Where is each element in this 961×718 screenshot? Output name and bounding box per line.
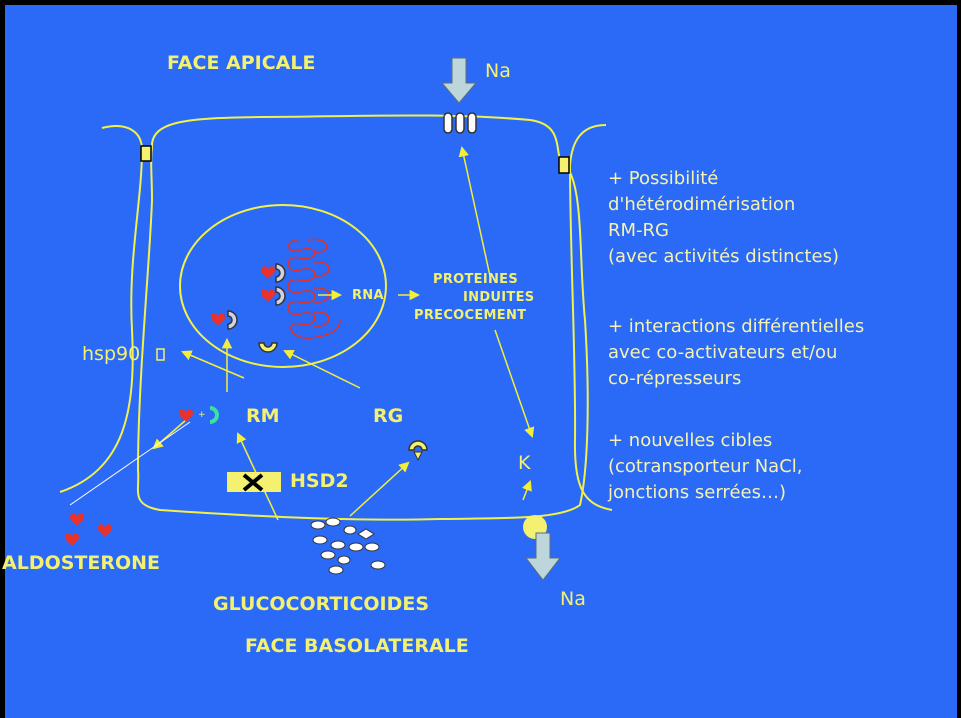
label-plus-small: +	[198, 410, 206, 420]
label-k: K	[518, 452, 530, 474]
note-line: d'hétérodimérisation	[608, 192, 958, 218]
rg-receptor-icon	[409, 441, 427, 460]
label-rm: RM	[246, 405, 280, 427]
note-nouvelles-cibles: + nouvelles cibles (cotransporteur NaCl,…	[608, 428, 958, 506]
glucocorticoid-molecules	[311, 518, 385, 574]
rm-receptor-icon	[210, 408, 217, 422]
hsp90-icon	[157, 349, 164, 360]
tight-junction-right	[559, 157, 569, 173]
right-neighbor-cell-membrane	[570, 125, 612, 510]
label-glucocorticoides: GLUCOCORTICOIDES	[213, 593, 429, 615]
label-induites: INDUITES	[463, 290, 534, 305]
dna-strand	[288, 241, 340, 338]
label-face-apicale: FACE APICALE	[167, 52, 315, 74]
na-bottom-arrow-icon	[526, 533, 560, 580]
aldosterone-heart-icon	[179, 409, 193, 422]
note-line: + interactions différentielles	[608, 314, 958, 340]
note-line: RM-RG	[608, 218, 958, 244]
label-na-bottom: Na	[560, 588, 586, 610]
nucleus	[180, 205, 386, 367]
nuclear-complex-3	[211, 311, 237, 329]
label-rg: RG	[373, 405, 403, 427]
label-proteines: PROTEINES	[433, 272, 518, 287]
label-precocement: PRECOCEMENT	[414, 308, 526, 323]
left-neighbor-cell-membrane	[60, 126, 142, 492]
note-line: jonctions serrées…)	[608, 480, 958, 506]
note-line: + Possibilité	[608, 166, 958, 192]
note-interactions: + interactions différentielles avec co-a…	[608, 314, 958, 392]
note-heterodimerisation: + Possibilité d'hétérodimérisation RM-RG…	[608, 166, 958, 270]
label-hsp90: hsp90	[82, 343, 140, 365]
label-rna: RNA	[352, 288, 384, 303]
label-hsd2: HSD2	[290, 470, 349, 492]
note-line: co-répresseurs	[608, 366, 958, 392]
na-channel	[444, 113, 476, 133]
nuclear-complex-2	[261, 287, 285, 305]
nuclear-complex-1	[261, 264, 285, 282]
aldosterone-hearts	[65, 513, 112, 546]
note-line: (avec activités distinctes)	[608, 244, 958, 270]
note-line: avec co-activateurs et/ou	[608, 340, 958, 366]
note-line: (cotransporteur NaCl,	[608, 454, 958, 480]
note-line: + nouvelles cibles	[608, 428, 958, 454]
nuclear-rg-receptor	[259, 343, 277, 352]
label-face-basolaterale: FACE BASOLATERALE	[245, 635, 469, 657]
na-top-arrow-icon	[442, 58, 476, 103]
tight-junction-left	[141, 146, 151, 161]
label-na-top: Na	[485, 60, 511, 82]
label-aldosterone: ALDOSTERONE	[2, 552, 160, 574]
